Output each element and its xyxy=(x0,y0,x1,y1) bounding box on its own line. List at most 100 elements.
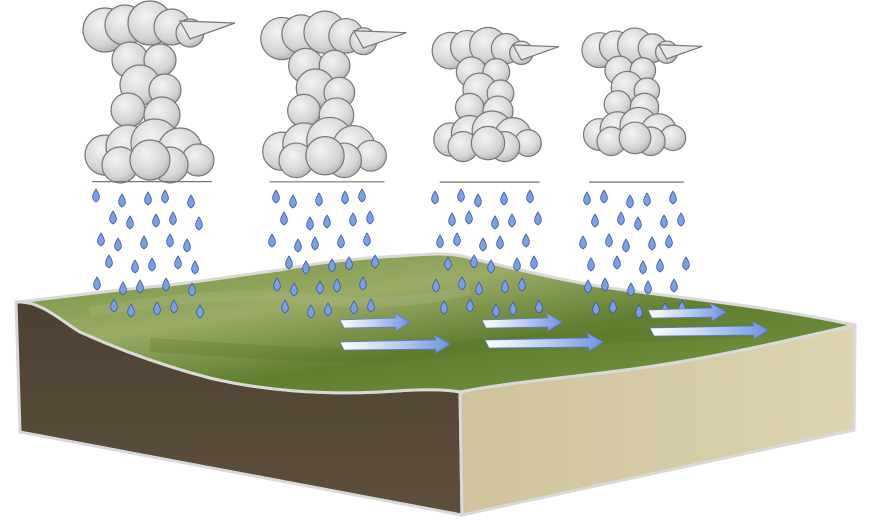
raindrop-3-9 xyxy=(534,211,542,226)
raindrop-2-0 xyxy=(272,189,280,204)
raindrop-3-28 xyxy=(509,301,517,316)
raindrop-1-21 xyxy=(119,281,127,296)
raindrop-2-4 xyxy=(358,188,366,203)
grass-surface xyxy=(15,252,856,395)
raindrop-2-15 xyxy=(285,255,293,270)
raindrop-4-27 xyxy=(635,304,643,319)
raindrop-3-13 xyxy=(496,235,504,250)
raindrop-4-20 xyxy=(584,279,592,294)
raindrop-2-8 xyxy=(349,212,357,227)
raindrop-2-21 xyxy=(290,282,298,297)
raindrop-1-3 xyxy=(161,189,169,204)
raindrop-3-16 xyxy=(470,254,478,269)
raindrop-4-0 xyxy=(583,191,591,206)
runoff-arrow-1 xyxy=(339,312,411,332)
raindrop-3-17 xyxy=(487,259,495,274)
raindrop-1-22 xyxy=(136,279,144,294)
raindrop-4-24 xyxy=(670,278,678,293)
raindrop-2-23 xyxy=(333,278,341,293)
raindrop-3-8 xyxy=(508,213,516,228)
raindrop-4-17 xyxy=(639,260,647,275)
raindrop-2-6 xyxy=(306,216,314,231)
runoff-arrow-6 xyxy=(649,320,769,340)
raindrop-2-11 xyxy=(294,238,302,253)
raindrop-3-3 xyxy=(500,191,508,206)
raindrop-2-28 xyxy=(350,300,358,315)
raindrop-1-25 xyxy=(110,298,118,313)
raindrop-1-20 xyxy=(93,276,101,291)
raindrop-4-6 xyxy=(617,211,625,226)
raindrop-2-7 xyxy=(323,214,331,229)
raindrop-4-22 xyxy=(627,282,635,297)
raindrop-4-19 xyxy=(682,256,690,271)
raindrop-2-9 xyxy=(366,210,374,225)
rain-layer xyxy=(92,188,690,319)
raindrop-3-12 xyxy=(479,237,487,252)
raindrop-1-4 xyxy=(187,194,195,209)
raindrop-1-26 xyxy=(127,303,135,318)
raindrop-1-7 xyxy=(152,213,160,228)
raindrop-2-17 xyxy=(328,258,336,273)
raindrop-4-15 xyxy=(587,257,595,272)
raindrop-3-4 xyxy=(526,189,534,204)
raindrop-4-11 xyxy=(605,233,613,248)
raindrop-3-27 xyxy=(492,303,500,318)
raindrop-1-15 xyxy=(105,254,113,269)
raindrop-4-18 xyxy=(656,258,664,273)
raindrop-4-8 xyxy=(660,214,668,229)
raindrop-2-22 xyxy=(316,280,324,295)
runoff-arrow-3 xyxy=(481,312,563,332)
raindrop-2-27 xyxy=(324,302,332,317)
raindrop-2-14 xyxy=(363,232,371,247)
raindrop-3-6 xyxy=(465,210,473,225)
raindrop-1-13 xyxy=(166,233,174,248)
raindrop-3-25 xyxy=(440,300,448,315)
land-block xyxy=(14,252,857,517)
runoff-arrow-5 xyxy=(647,302,727,322)
raindrop-2-19 xyxy=(371,254,379,269)
raindrop-2-20 xyxy=(273,277,281,292)
raindrop-4-9 xyxy=(677,212,685,227)
raindrop-4-14 xyxy=(665,234,673,249)
raindrop-4-5 xyxy=(591,213,599,228)
raindrop-3-11 xyxy=(453,232,461,247)
raindrop-3-24 xyxy=(518,277,526,292)
raindrop-4-12 xyxy=(622,238,630,253)
raindrop-2-3 xyxy=(341,190,349,205)
raindrop-4-21 xyxy=(601,277,609,292)
raindrop-3-14 xyxy=(522,233,530,248)
raindrop-2-2 xyxy=(315,192,323,207)
raindrop-1-2 xyxy=(144,191,152,206)
raindrop-1-27 xyxy=(153,301,161,316)
raindrop-3-26 xyxy=(466,298,474,313)
raindrop-1-17 xyxy=(148,257,156,272)
raindrop-1-11 xyxy=(114,237,122,252)
raindrop-4-7 xyxy=(634,216,642,231)
raindrop-1-29 xyxy=(196,304,204,319)
raindrop-2-26 xyxy=(307,304,315,319)
raindrop-1-14 xyxy=(183,238,191,253)
raindrop-3-22 xyxy=(475,281,483,296)
raindrop-1-19 xyxy=(191,260,199,275)
raindrop-1-24 xyxy=(188,282,196,297)
raindrop-2-29 xyxy=(367,298,375,313)
raindrop-4-16 xyxy=(613,255,621,270)
raindrop-1-28 xyxy=(170,299,178,314)
raindrop-2-1 xyxy=(289,194,297,209)
raindrop-2-12 xyxy=(311,236,319,251)
raindrop-3-21 xyxy=(458,276,466,291)
raindrop-2-18 xyxy=(345,256,353,271)
raindrop-1-6 xyxy=(126,215,134,230)
clouds-layer xyxy=(82,0,703,184)
raindrop-1-9 xyxy=(195,216,203,231)
raindrop-1-8 xyxy=(169,211,177,226)
storm-cloud-1 xyxy=(82,0,236,184)
raindrop-3-23 xyxy=(501,279,509,294)
raindrop-1-10 xyxy=(97,232,105,247)
raindrop-3-2 xyxy=(474,193,482,208)
raindrop-1-5 xyxy=(109,210,117,225)
raindrop-3-10 xyxy=(436,234,444,249)
raindrop-4-10 xyxy=(579,235,587,250)
raindrop-2-10 xyxy=(268,233,276,248)
